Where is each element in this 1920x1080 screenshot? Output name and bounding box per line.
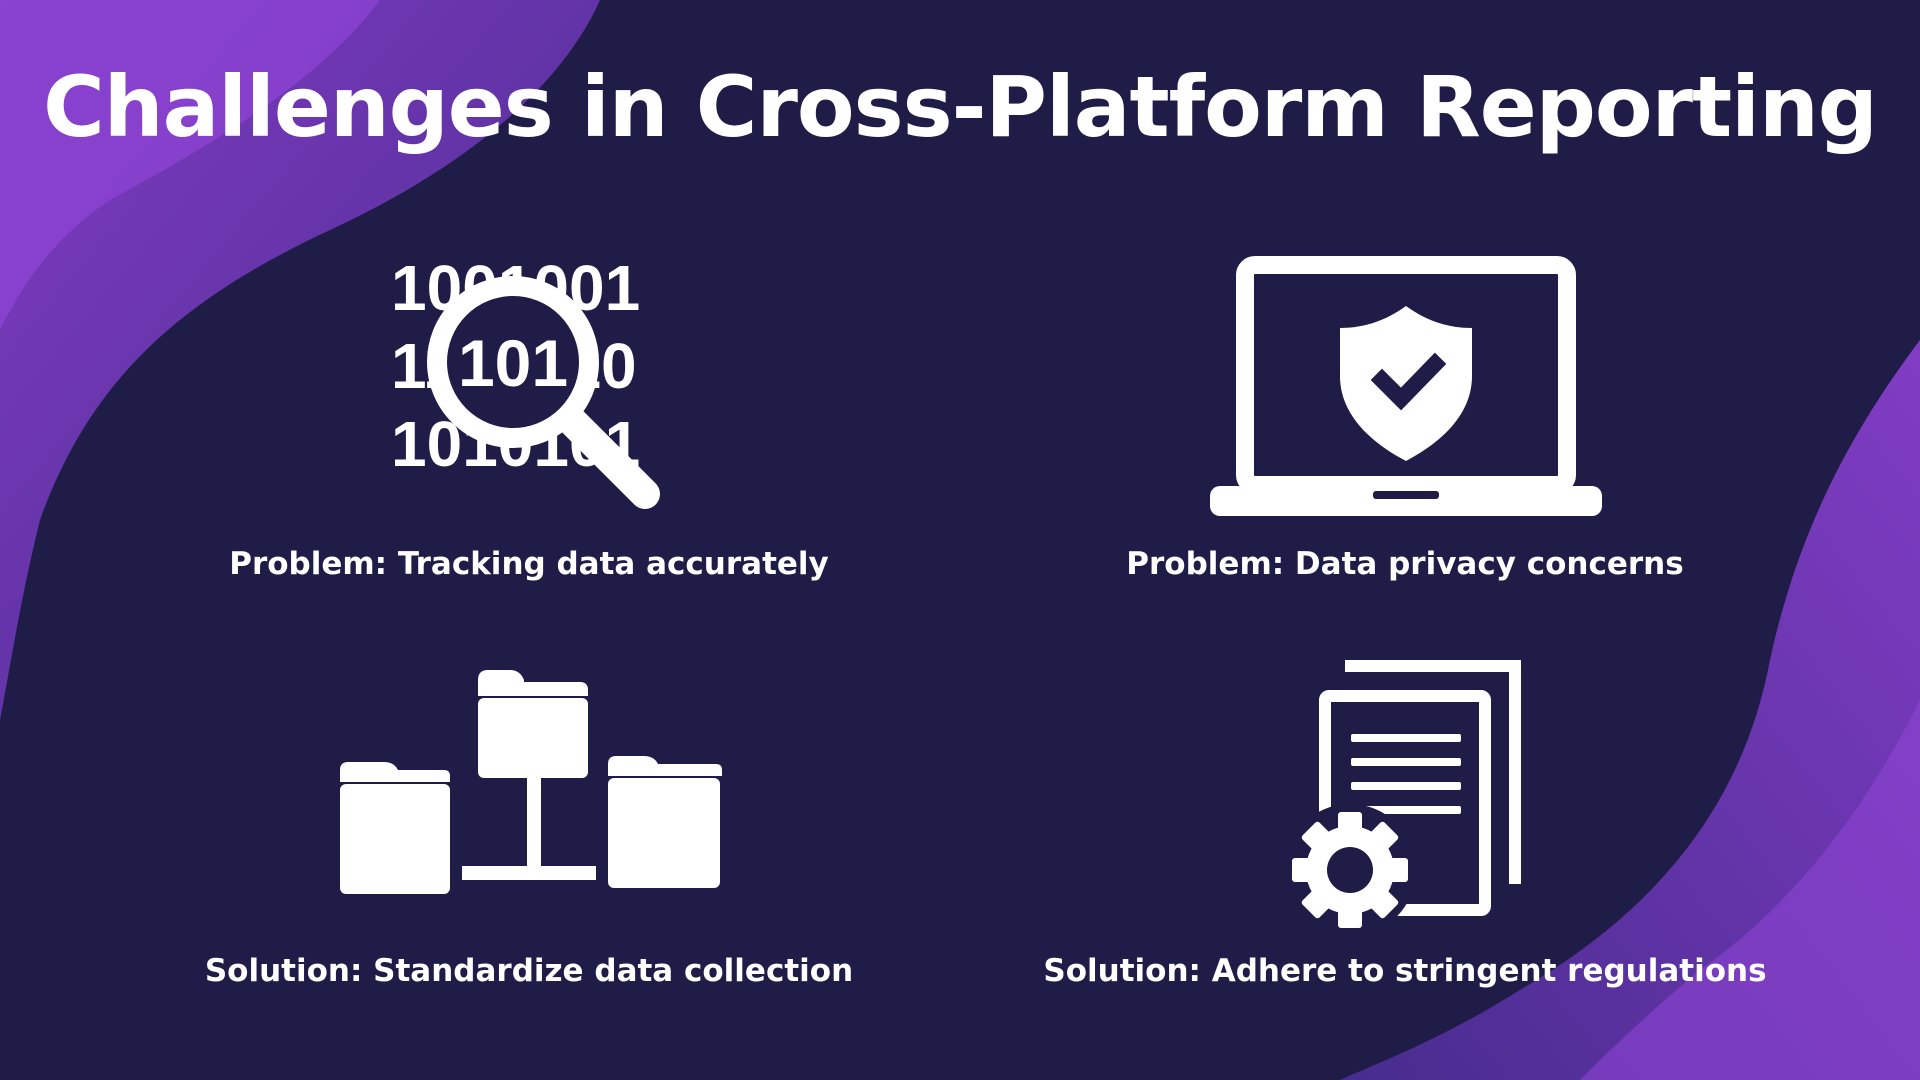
caption-adhere-regulations: Solution: Adhere to stringent regulation… — [1043, 953, 1767, 989]
caption-standardize-data: Solution: Standardize data collection — [204, 953, 854, 989]
laptop-shield-icon — [1210, 256, 1602, 516]
checkmark-icon — [1370, 352, 1447, 411]
lens-digits: 101 — [458, 326, 568, 400]
caption-data-privacy: Problem: Data privacy concerns — [1126, 546, 1684, 582]
page-title: Challenges in Cross-Platform Reporting — [43, 58, 1878, 156]
document-gear-icon — [1285, 660, 1521, 934]
gear-icon — [1285, 804, 1416, 934]
folder-network-icon — [340, 670, 722, 894]
caption-tracking-data: Problem: Tracking data accurately — [229, 546, 829, 582]
binary-magnifier-icon: 1001001 1101010 1010101 101 — [391, 252, 660, 509]
